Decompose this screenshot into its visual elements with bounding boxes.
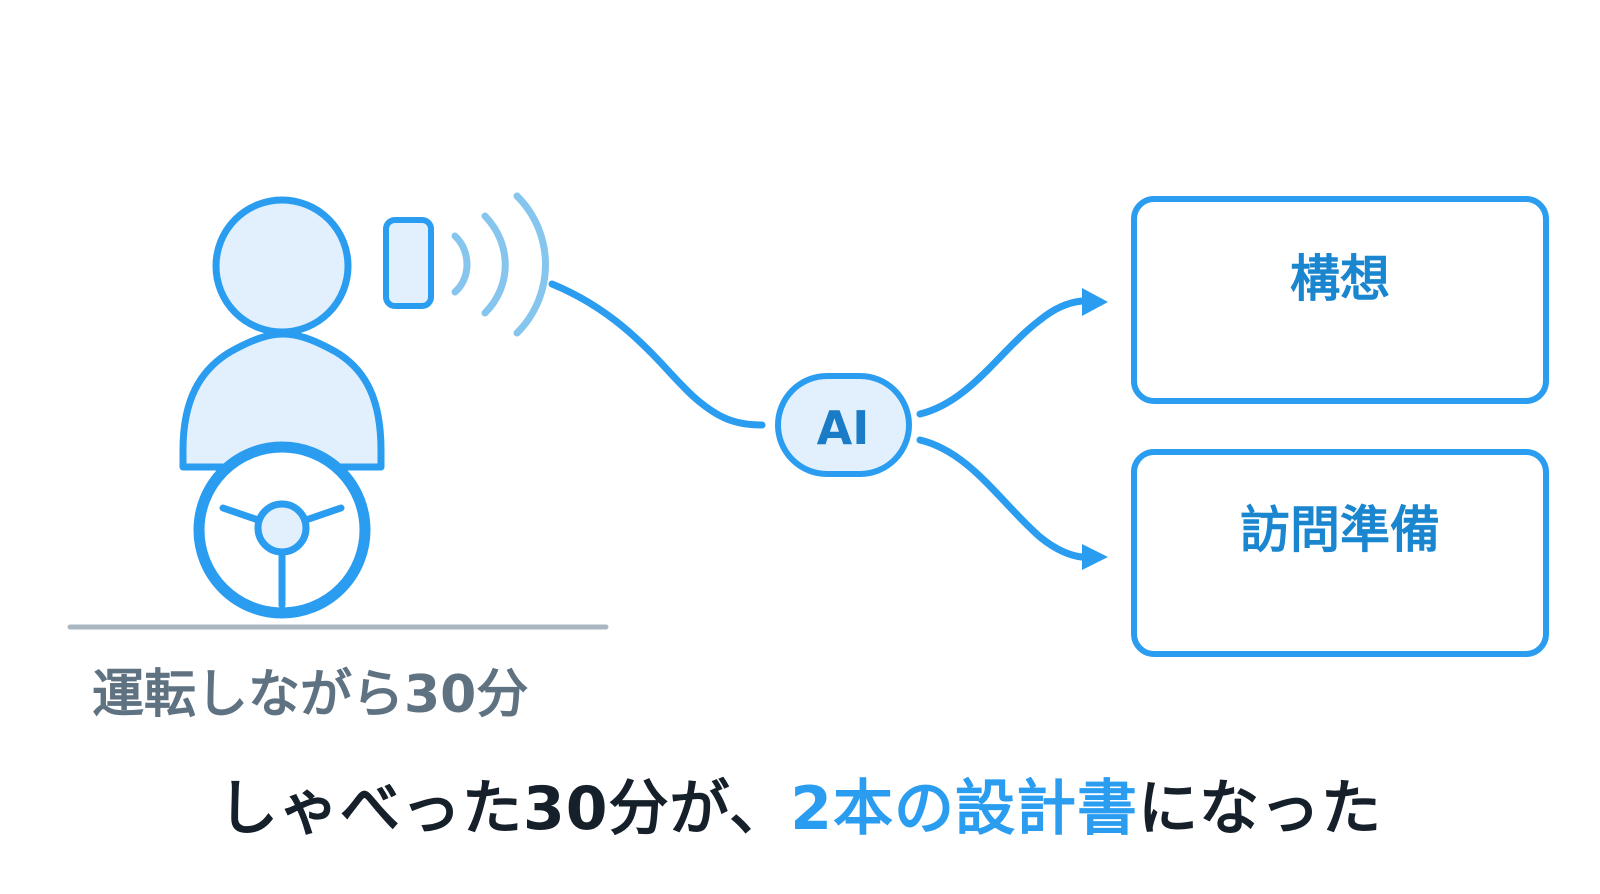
arrow-icon: [1082, 288, 1108, 316]
caption-after: になった: [1138, 774, 1383, 844]
output-box-visit-prep: 訪問準備: [1131, 449, 1549, 657]
output-box-title: 構想: [1290, 250, 1390, 308]
ai-node: AI: [775, 373, 912, 477]
caption-highlight: 2本の設計書: [790, 774, 1139, 844]
caption-before: しゃべった30分が、: [217, 774, 791, 844]
ai-label: AI: [817, 401, 870, 455]
person-icon: [179, 196, 385, 471]
phone-icon: [383, 217, 434, 309]
main-caption: しゃべった30分が、2本の設計書になった: [0, 760, 1600, 847]
output-box-title: 訪問準備: [1240, 501, 1440, 559]
arrow-icon: [1082, 544, 1108, 570]
sound-wave-icon: [451, 192, 549, 337]
connector-ai-to-output-2: [916, 436, 1086, 561]
connector-ai-to-output-1: [916, 297, 1086, 418]
driver-label: 運転しながら30分: [92, 665, 528, 725]
connector-voice-to-ai: [548, 280, 766, 429]
output-box-concept: 構想: [1131, 196, 1549, 404]
steering-wheel-icon: [193, 441, 371, 619]
